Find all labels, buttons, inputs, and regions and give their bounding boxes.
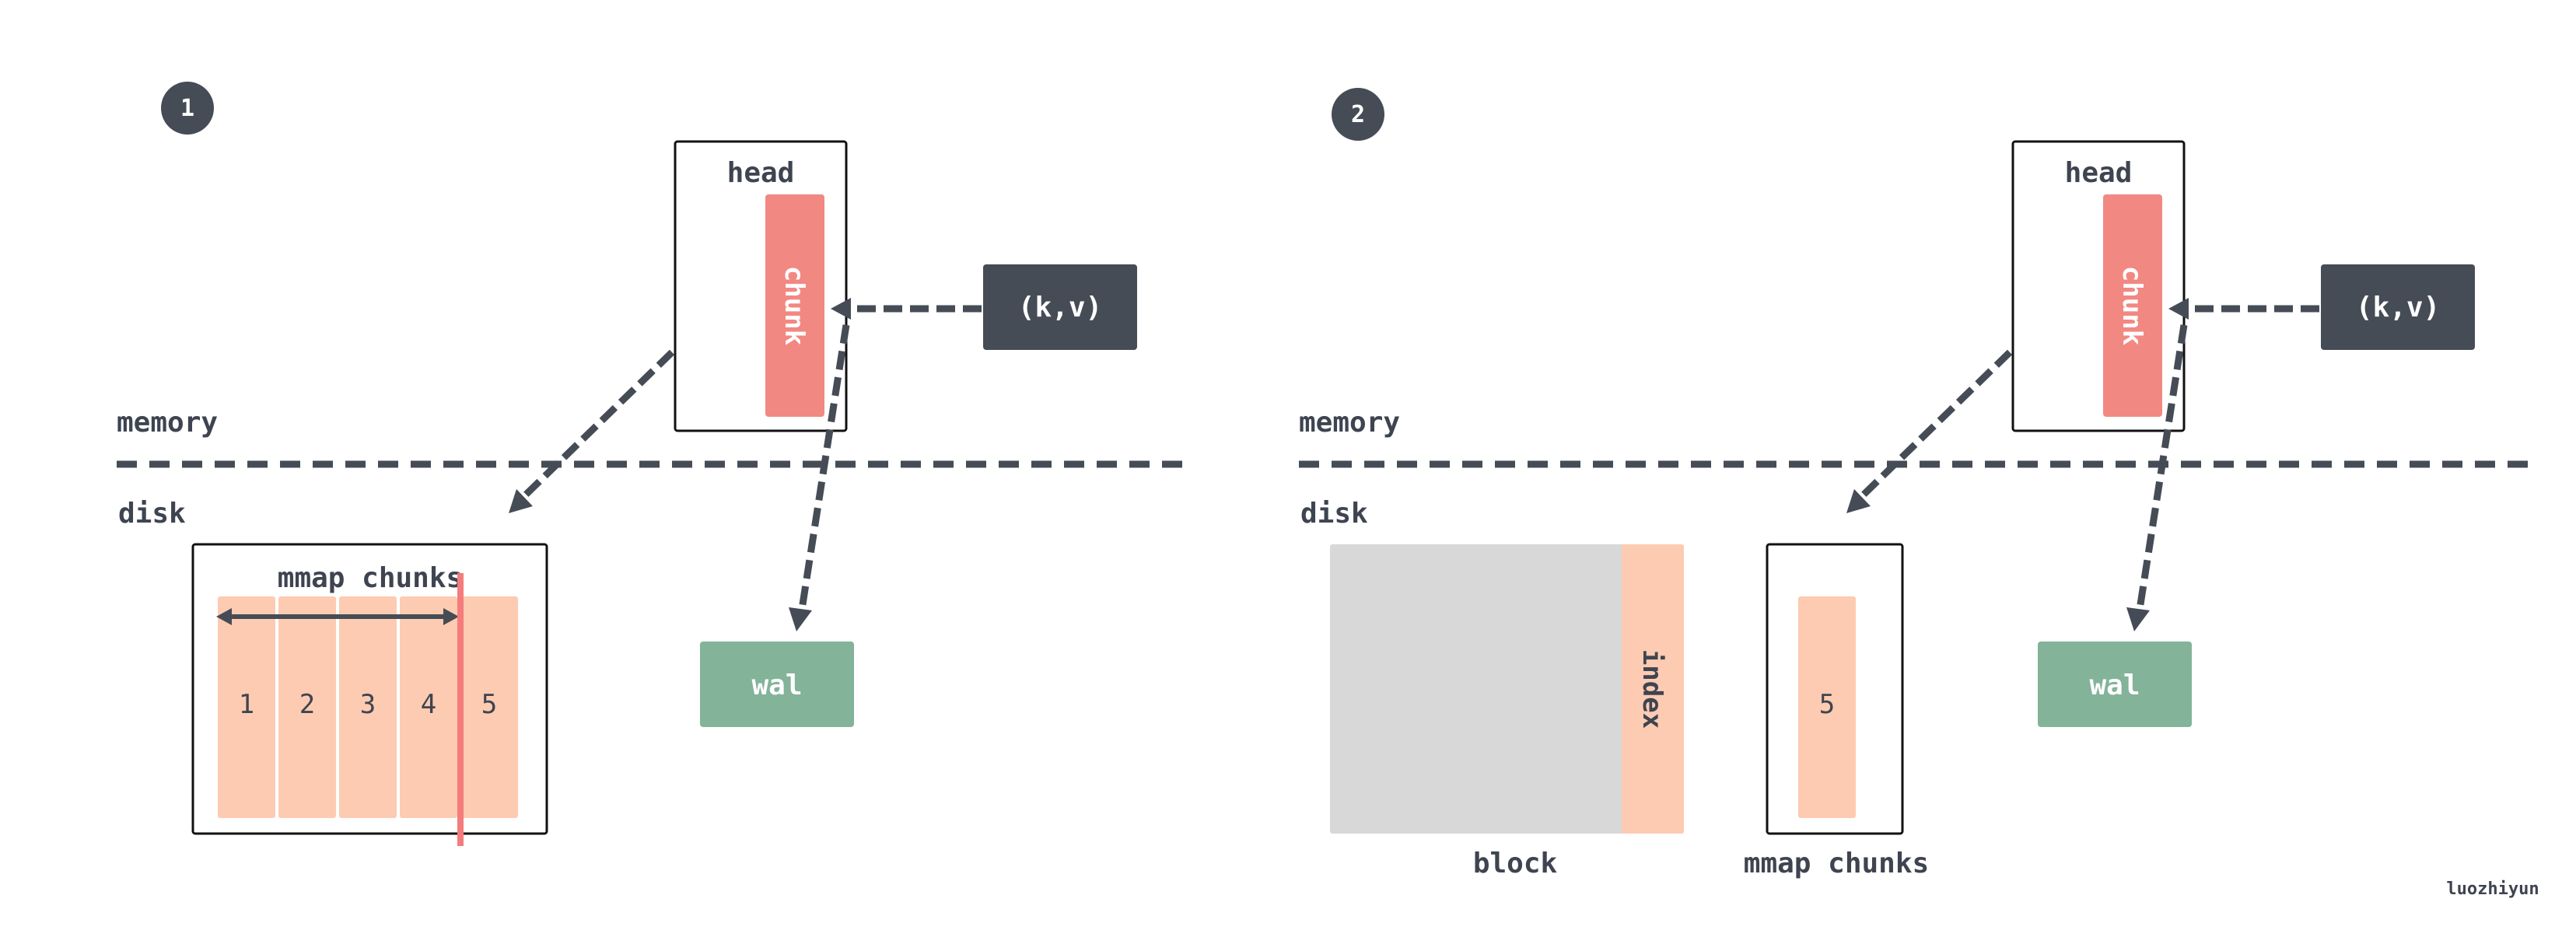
mmap-cell-2 <box>278 596 336 818</box>
mmap-cell-label-1: 1 <box>239 689 254 720</box>
mmap-cell-1 <box>218 596 275 818</box>
mmap-chunks-title: mmap chunks <box>278 562 463 594</box>
arrowhead-head-to-mmap <box>509 489 533 513</box>
step-number-2: 2 <box>1351 101 1365 128</box>
mmap-chunks-label-2: mmap chunks <box>1744 848 1929 879</box>
kv-box-2 <box>2321 264 2475 350</box>
chunk-block <box>765 194 824 417</box>
kv-box <box>983 264 1137 350</box>
mmap-cell-label-3: 3 <box>360 689 376 720</box>
wal-box-2 <box>2038 642 2192 727</box>
arrowhead-kv-to-chunk <box>831 298 851 320</box>
wal-label: wal <box>751 670 802 701</box>
range-arrow <box>216 608 459 625</box>
mmap-cell-label-5: 5 <box>481 689 497 720</box>
arrowhead-chunk-to-wal <box>789 607 812 631</box>
mmap-cell-4 <box>400 596 457 818</box>
step-badge-1 <box>161 82 214 135</box>
chunk-label: chunk <box>779 266 810 345</box>
panel-1: 1 memory disk head chunk (k,v) wal mmap … <box>117 82 1190 846</box>
disk-label: disk <box>118 498 186 530</box>
memory-label-2: memory <box>1299 407 1400 439</box>
head-label-2: head <box>2065 157 2133 189</box>
mmap-cell-label-2: 2 <box>299 689 315 720</box>
head-label: head <box>727 157 795 189</box>
index-strip <box>1622 544 1684 834</box>
kv-label-2: (k,v) <box>2356 292 2440 323</box>
panel-2: 2 memory disk head chunk (k,v) wal index… <box>1299 88 2534 879</box>
chunk-block-2 <box>2103 194 2162 417</box>
mmap-cell-5-remaining <box>1798 596 1856 818</box>
arrow-chunk-to-wal-2 <box>2135 324 2188 615</box>
arrow-head-to-mmap <box>520 349 675 501</box>
arrow-head-to-mmap-2 <box>1857 349 2013 501</box>
chunk-label-2: chunk <box>2116 266 2147 345</box>
disk-label-2: disk <box>1300 498 1368 530</box>
mmap-cell-5 <box>460 596 518 818</box>
kv-label: (k,v) <box>1018 292 1102 323</box>
step-number-1: 1 <box>180 95 194 122</box>
step-badge-2 <box>1332 88 1384 141</box>
mmap-cell-label-4: 4 <box>421 689 436 720</box>
watermark: luozhiyun <box>2446 879 2539 899</box>
arrow-chunk-to-wal <box>797 324 850 615</box>
block-box <box>1330 544 1684 834</box>
wal-label-2: wal <box>2089 670 2140 701</box>
mmap-cell-label-remaining: 5 <box>1819 689 1835 720</box>
arrowhead-head-to-mmap-2 <box>1846 489 1871 513</box>
mmap-cells: 1 2 3 4 5 <box>218 596 518 818</box>
memory-label: memory <box>117 407 218 439</box>
wal-box <box>700 642 854 727</box>
arrowhead-kv-to-chunk-2 <box>2168 298 2189 320</box>
block-label: block <box>1473 848 1558 879</box>
index-label: index <box>1636 649 1668 729</box>
arrowhead-chunk-to-wal-2 <box>2126 607 2150 631</box>
mmap-cell-3 <box>339 596 397 818</box>
